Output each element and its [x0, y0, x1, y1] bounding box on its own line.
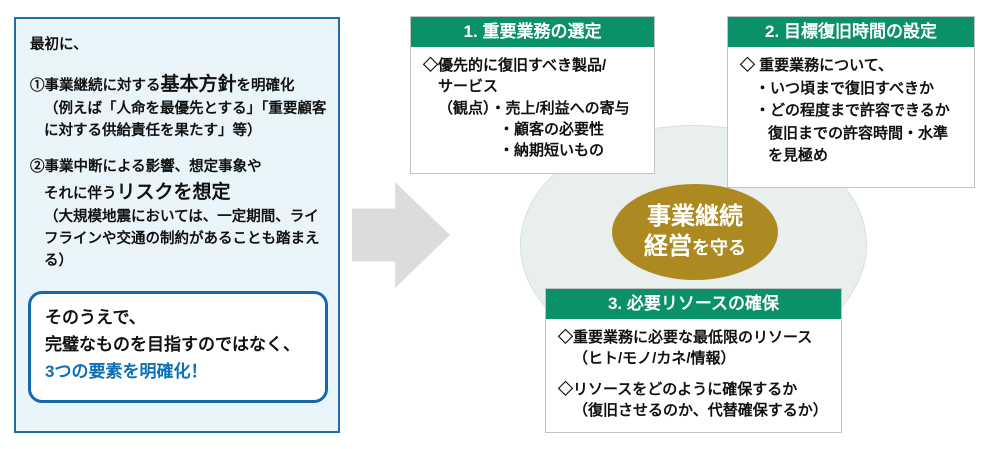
body-line: ・顧客の必要性	[499, 120, 605, 138]
center-line-1: 事業継続	[647, 203, 743, 230]
callout-line-2: 完璧なものを目指すのではなく、	[45, 335, 300, 355]
policy-item-1-note: （例えば「人命を最優先とする」「重要顧客に対する供給責任を果たす」等）	[44, 101, 327, 139]
body-line: ・どの程度まで許容できるか	[755, 102, 950, 119]
initial-policy-panel: 最初に、 ①事業継続に対する基本方針を明確化 （例えば「人命を最優先とする」「重…	[14, 17, 340, 433]
panel-2-header: 2. 目標復旧時間の設定	[728, 17, 974, 47]
callout-line-1: そのうえで、	[45, 308, 146, 327]
risk-emphasis: リスクを想定	[116, 181, 231, 203]
body-line: ◇ 重要業務について、	[740, 57, 893, 74]
business-continuity-ellipse: 事業継続 経営を守る	[612, 184, 778, 280]
panel-3-header: 3. 必要リソースの確保	[546, 289, 841, 319]
policy-item-2-line1: ②事業中断による影響、想定事象や	[30, 158, 262, 175]
basic-policy-emphasis: 基本方針	[160, 73, 237, 95]
body-line: を見極め	[768, 147, 829, 164]
body-line: ◇リソースをどのように確保するか	[558, 380, 798, 398]
policy-item-2-note: （大規模地震においては、一定期間、ライフラインや交通の制約があることも踏まえる）	[44, 209, 320, 269]
body-line: ・いつ頃まで復旧すべきか	[755, 79, 934, 97]
panel-3-body: ◇重要業務に必要な最低限のリソース （ヒト/モノ/カネ/情報） ◇リソースをどの…	[546, 319, 841, 421]
panel-1-body: ◇優先的に復旧すべき製品/ サービス （観点）・売上/利益への寄与 ・顧客の必要…	[411, 47, 654, 161]
panel-2-body: ◇ 重要業務について、 ・いつ頃まで復旧すべきか ・どの程度まで許容できるか 復…	[728, 47, 974, 168]
policy-item-1-line: ①事業継続に対する基本方針を明確化	[30, 73, 295, 95]
body-line: ◇重要業務に必要な最低限のリソース	[558, 329, 813, 346]
body-line: （観点）・売上/利益への寄与	[438, 99, 630, 117]
right-arrow-icon	[352, 182, 450, 288]
intro-text: 最初に、	[30, 37, 88, 53]
body-line: 復旧までの許容時間・水準	[768, 124, 949, 142]
panel-resources: 3. 必要リソースの確保 ◇重要業務に必要な最低限のリソース （ヒト/モノ/カネ…	[545, 288, 842, 433]
center-line-2: 経営を守る	[644, 233, 746, 260]
panel-recovery-time: 2. 目標復旧時間の設定 ◇ 重要業務について、 ・いつ頃まで復旧すべきか ・ど…	[727, 16, 975, 188]
callout-line-3-accent: 3つの要素を明確化！	[45, 362, 208, 382]
body-line: ・納期短いもの	[499, 142, 605, 160]
three-elements-callout: そのうえで、 完璧なものを目指すのではなく、 3つの要素を明確化！	[28, 291, 328, 403]
body-line: ◇優先的に復旧すべき製品/	[423, 57, 607, 74]
body-line: サービス	[438, 78, 499, 96]
panel-1-header: 1. 重要業務の選定	[411, 17, 654, 47]
policy-item-2: ②事業中断による影響、想定事象や それに伴うリスクを想定 （大規模地震においては…	[30, 157, 330, 273]
policy-item-2-line2: それに伴うリスクを想定	[44, 181, 231, 203]
body-line: （ヒト/モノ/カネ/情報）	[573, 350, 736, 368]
panel-important-operations: 1. 重要業務の選定 ◇優先的に復旧すべき製品/ サービス （観点）・売上/利益…	[410, 16, 655, 174]
body-line: （復旧させるのか、代替確保するか）	[573, 401, 828, 419]
policy-item-1: ①事業継続に対する基本方針を明確化 （例えば「人命を最優先とする」「重要顧客に対…	[30, 71, 330, 143]
